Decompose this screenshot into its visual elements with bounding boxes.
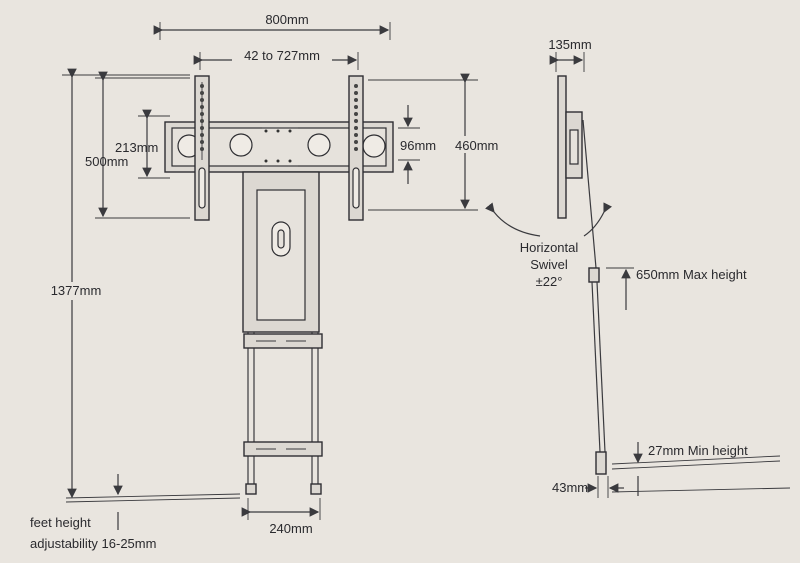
swivel-label-line1: Horizontal — [520, 240, 579, 255]
left-vertical-bracket — [194, 75, 210, 221]
max-height-dimension: 650mm Max height — [606, 267, 747, 310]
feet-adjustability-label: adjustability 16-25mm — [30, 536, 156, 551]
swivel-label-line2: Swivel — [530, 257, 568, 272]
tv-panel-side — [557, 75, 567, 219]
column-edge-a — [591, 281, 601, 453]
side-view: 135mm Horizontal Swivel ±22° 650mm Max h… — [485, 37, 791, 498]
vesa-height-small-label: 213mm — [115, 140, 158, 155]
right-vertical-bracket — [348, 75, 364, 221]
vesa-height-range-label: 500mm — [85, 154, 128, 169]
swivel-angle-label: ±22° — [536, 274, 563, 289]
foot-depth-dimension: 43mm — [552, 476, 791, 498]
stand-column — [242, 171, 323, 495]
depth-dimension: 135mm — [548, 37, 592, 72]
vesa-width-label: 42 to 727mm — [244, 48, 320, 63]
vesa-width-dimension: 42 to 727mm — [193, 48, 359, 70]
floor-lines — [65, 474, 241, 530]
column-edge-b — [596, 281, 606, 453]
mount-joint — [569, 129, 579, 165]
total-height-dimension: 1377mm — [40, 68, 190, 499]
base-width-dimension: 240mm — [241, 498, 321, 536]
column-foot — [595, 451, 607, 475]
swivel-arrow-left — [485, 202, 541, 237]
bracket-height-label: 460mm — [455, 138, 498, 153]
vesa-height-range-dimension: 500mm — [85, 71, 190, 219]
min-height-dimension: 27mm Min height — [611, 442, 781, 470]
foot-depth-label: 43mm — [552, 480, 588, 495]
bracket-height-dimension: 460mm — [368, 73, 504, 211]
column-collar — [588, 267, 600, 283]
depth-label: 135mm — [548, 37, 591, 52]
column-side-upper — [582, 119, 597, 269]
front-view: 800mm 42 to 727mm 1377mm 500mm — [30, 12, 504, 551]
base-width-label: 240mm — [269, 521, 312, 536]
max-height-label: 650mm Max height — [636, 267, 747, 282]
overall-width-label: 800mm — [265, 12, 308, 27]
swivel-arrow-right — [583, 202, 613, 237]
min-height-label: 27mm Min height — [648, 443, 748, 458]
bracket-offset-dimension: 96mm — [398, 105, 436, 184]
bracket-offset-label: 96mm — [400, 138, 436, 153]
vesa-height-small-dimension: 213mm — [115, 109, 170, 179]
total-height-label: 1377mm — [51, 283, 102, 298]
overall-width-dimension: 800mm — [153, 12, 391, 40]
feet-height-label: feet height — [30, 515, 91, 530]
